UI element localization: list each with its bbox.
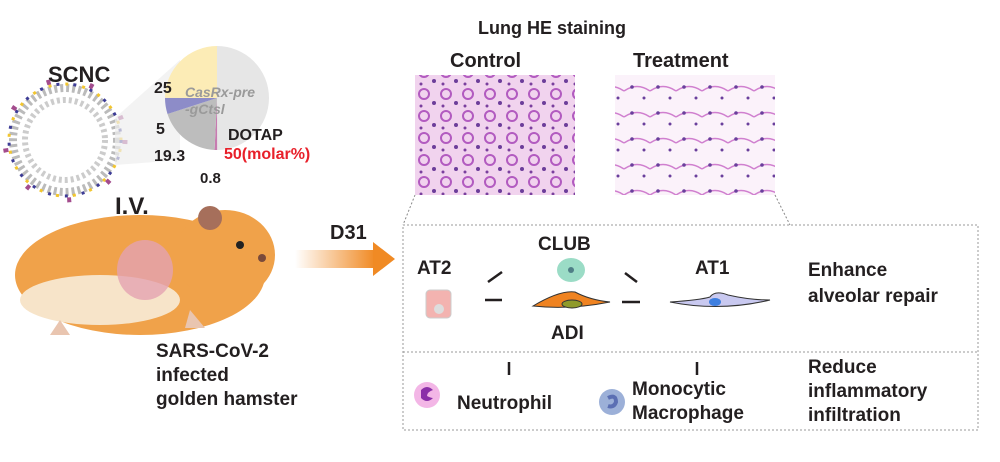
model-line: golden hamster — [156, 389, 298, 410]
cargo-label-2: -gCtsl — [185, 101, 225, 117]
at2-cell-icon — [425, 289, 452, 319]
pie-slice-casrx — [165, 46, 217, 98]
model-label: SARS-CoV-2 infected golden hamster — [156, 340, 297, 412]
outcome-line: infiltration — [808, 405, 901, 426]
route-label: I.V. — [115, 193, 149, 220]
pie-slice-gray — [167, 98, 217, 150]
inflammation-outcome: Reduce inflammatory infiltration — [808, 356, 927, 428]
scnc-title: SCNC — [48, 62, 111, 87]
pie-label-25: 25 — [154, 80, 172, 97]
pie-slice-pink — [214, 98, 218, 150]
repair-outcome: Enhance alveolar repair — [808, 258, 938, 310]
dotap-label: DOTAP — [228, 127, 283, 144]
at1-label: AT1 — [695, 258, 730, 279]
histology-title: Lung HE staining — [478, 18, 626, 38]
model-line: SARS-CoV-2 — [156, 341, 269, 362]
at1-cell-icon — [669, 292, 771, 308]
macrophage-line: Monocytic — [632, 379, 726, 400]
dotap-value: 50(molar%) — [224, 146, 311, 163]
club-label: CLUB — [538, 234, 591, 255]
pie-label-0-8: 0.8 — [200, 170, 221, 187]
pie-slice-dotap — [217, 46, 269, 150]
treatment-label: Treatment — [633, 50, 729, 72]
control-histology-image — [415, 75, 575, 195]
timepoint-label: D31 — [330, 222, 367, 244]
pie-slice-purple — [165, 97, 217, 114]
model-line: infected — [156, 365, 229, 386]
composition-pie — [165, 46, 269, 150]
cargo-label-1: CasRx-pre — [185, 84, 256, 100]
macrophage-line: Macrophage — [632, 403, 744, 424]
outcome-line: alveolar repair — [808, 286, 938, 307]
at2-label: AT2 — [417, 258, 452, 279]
outcome-line: Enhance — [808, 260, 888, 281]
pie-label-19-3: 19.3 — [154, 148, 186, 165]
outcome-line: Reduce — [808, 357, 877, 378]
outcome-line: inflammatory — [808, 381, 928, 402]
macrophage-icon — [599, 389, 625, 415]
nanoparticle-icon — [2, 77, 128, 203]
outcome-box — [402, 224, 979, 431]
control-label: Control — [450, 50, 522, 72]
adi-label: ADI — [551, 323, 584, 344]
treatment-arrow — [295, 250, 375, 268]
neutrophil-label: Neutrophil — [457, 393, 552, 414]
treatment-histology-image — [615, 75, 775, 195]
pie-label-5: 5 — [156, 121, 165, 138]
arrows-icon — [485, 270, 699, 375]
hamster-illustration — [15, 206, 275, 335]
